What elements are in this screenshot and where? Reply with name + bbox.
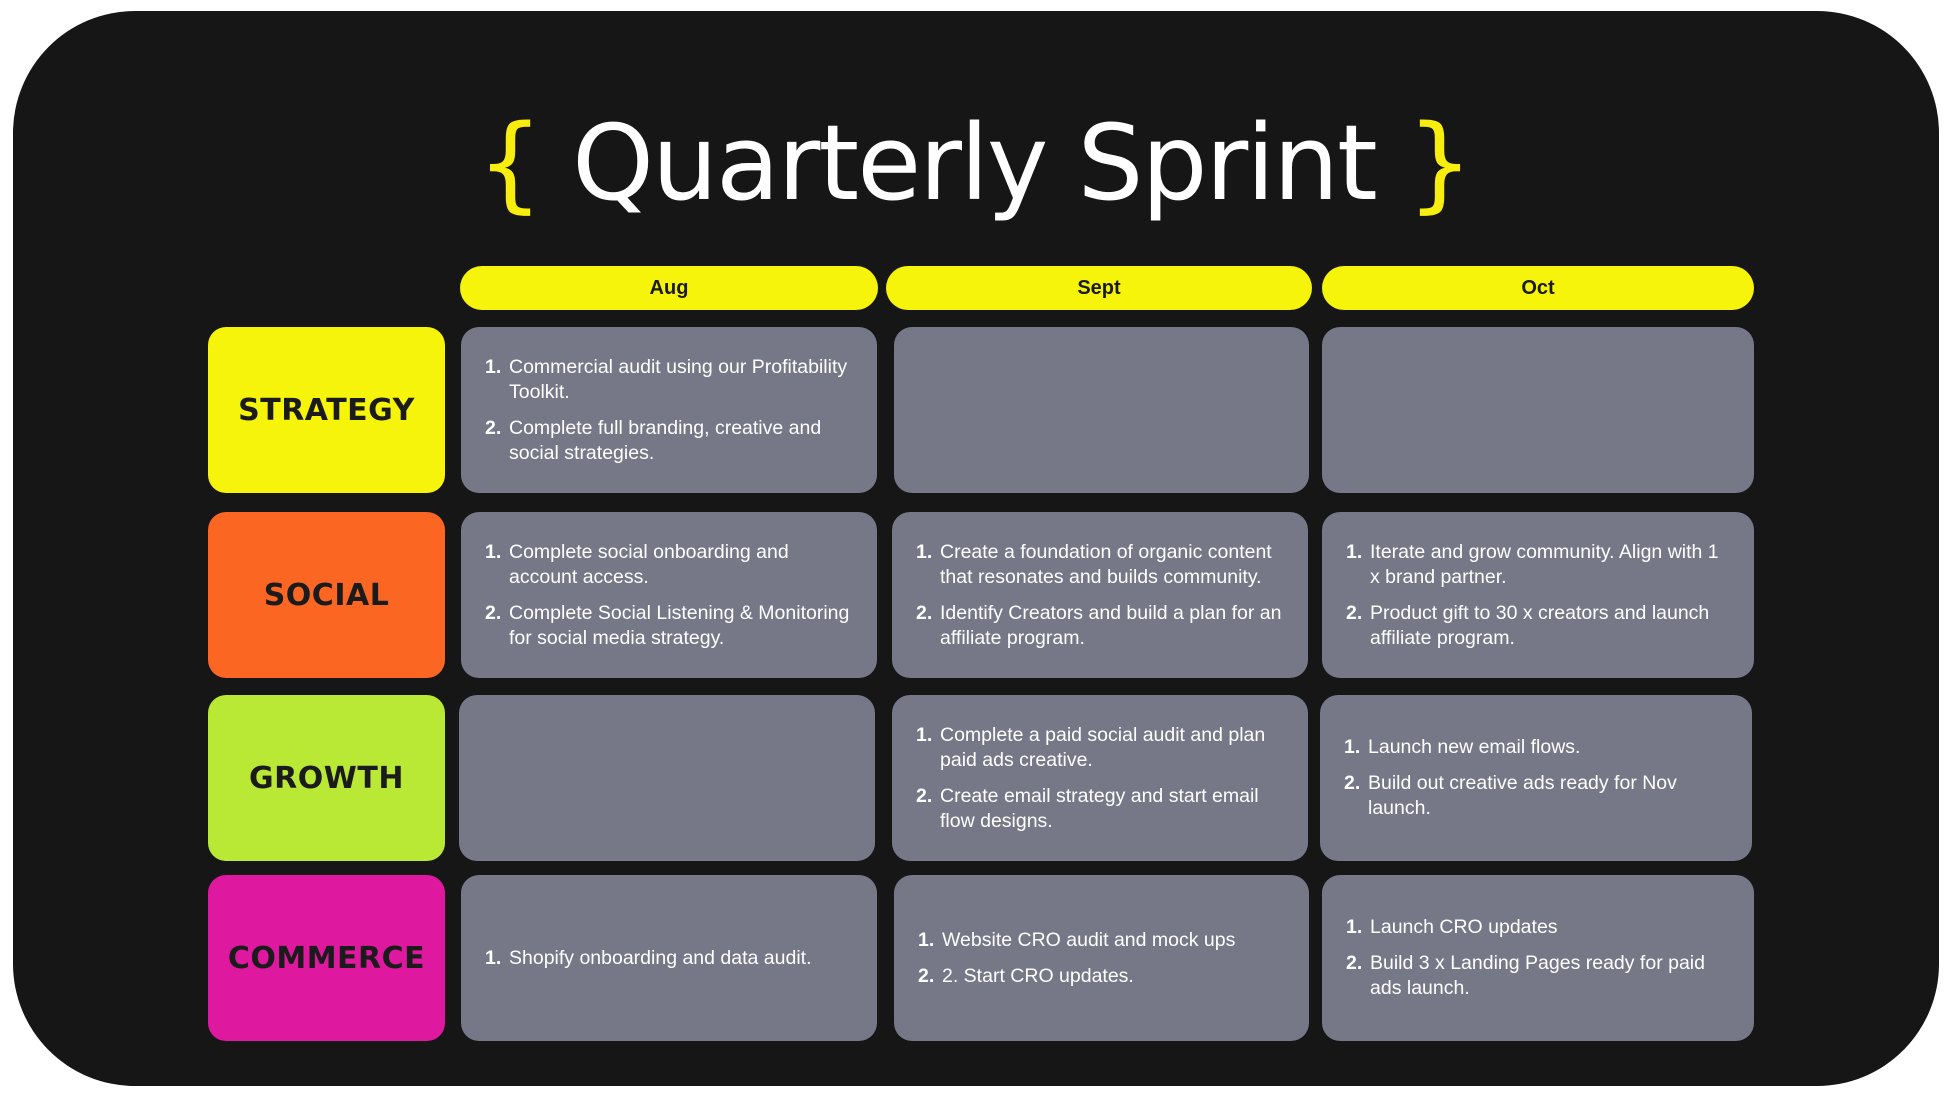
cell-social-oct: 1. Iterate and grow community. Align with… (1322, 512, 1754, 678)
cell-growth-oct: 1. Launch new email flows. 2. Build out cr… (1320, 695, 1752, 861)
list-item: 2. Build out creative ads ready for Nov l… (1344, 771, 1730, 821)
item-text: Complete social onboarding and account a… (509, 540, 789, 588)
item-number: 1. (1346, 540, 1363, 563)
item-text: Build 3 x Landing Pages ready for paid a… (1370, 952, 1705, 999)
list-item: 2. Build 3 x Landing Pages ready for paid… (1346, 951, 1732, 1001)
list-item: 2. Create email strategy and start email … (916, 784, 1286, 834)
cell-commerce-aug: 1. Shopify onboarding and data audit. (461, 875, 877, 1041)
item-number: 1. (916, 540, 933, 563)
item-number: 1. (485, 355, 502, 378)
title-text: Quarterly Sprint (572, 102, 1378, 224)
item-number: 1. (485, 946, 502, 969)
cell-strategy-sept (894, 327, 1309, 493)
column-header-aug: Aug (460, 266, 878, 310)
cell-social-aug: 1. Complete social onboarding and account… (461, 512, 877, 678)
item-number: 1. (1344, 736, 1361, 758)
item-number: 2. (485, 601, 502, 624)
item-text: Shopify onboarding and data audit. (509, 946, 812, 969)
item-text: Build out creative ads ready for Nov lau… (1368, 772, 1677, 819)
column-header-sept: Sept (886, 266, 1312, 310)
title-open-brace: { (476, 102, 543, 224)
list-item: 2. Identify Creators and build a plan for… (916, 601, 1286, 651)
item-text: Complete full branding, creative and soc… (509, 416, 822, 464)
cell-strategy-aug: 1. Commercial audit using our Profitabili… (461, 327, 877, 493)
item-number: 2. (485, 416, 502, 439)
item-number: 1. (485, 540, 502, 563)
item-number: 1. (916, 723, 933, 746)
list-item: 1. Launch new email flows. (1344, 735, 1730, 760)
item-text: Launch CRO updates (1370, 916, 1558, 938)
item-number: 2. (916, 784, 933, 807)
cell-commerce-sept: 1. Website CRO audit and mock ups 2. 2. St… (894, 875, 1309, 1041)
row-label-commerce: COMMERCE (208, 875, 445, 1041)
list-item: 1. Complete social onboarding and account… (485, 540, 855, 590)
item-number: 2. (1346, 952, 1363, 974)
row-label-growth: GROWTH (208, 695, 445, 861)
item-text: Commercial audit using our Profitability… (509, 355, 848, 403)
item-number: 1. (918, 928, 935, 951)
page-title: { Quarterly Sprint } (0, 103, 1948, 223)
item-text: 2. Start CRO updates. (942, 964, 1134, 987)
list-item: 1. Complete a paid social audit and plan … (916, 723, 1286, 773)
item-text: Identify Creators and build a plan for a… (940, 601, 1282, 649)
item-number: 2. (918, 964, 935, 987)
title-close-brace: } (1406, 102, 1473, 224)
item-text: Website CRO audit and mock ups (942, 928, 1236, 951)
list-item: 1. Shopify onboarding and data audit. (485, 946, 855, 971)
column-header-oct: Oct (1322, 266, 1754, 310)
list-item: 2. Complete Social Listening & Monitoring… (485, 601, 855, 651)
item-number: 2. (1344, 772, 1361, 794)
list-item: 2. Complete full branding, creative and s… (485, 416, 855, 466)
list-item: 1. Commercial audit using our Profitabili… (485, 355, 855, 405)
row-label-social: SOCIAL (208, 512, 445, 678)
item-text: Product gift to 30 x creators and launch… (1370, 601, 1710, 649)
cell-social-sept: 1. Create a foundation of organic content… (892, 512, 1308, 678)
item-number: 2. (1346, 601, 1363, 624)
list-item: 1. Create a foundation of organic content… (916, 540, 1286, 590)
item-number: 1. (1346, 916, 1363, 938)
item-text: Create email strategy and start email fl… (940, 784, 1259, 832)
cell-growth-sept: 1. Complete a paid social audit and plan … (892, 695, 1308, 861)
list-item: 1. Iterate and grow community. Align with… (1346, 540, 1732, 590)
list-item: 1. Launch CRO updates (1346, 915, 1732, 940)
list-item: 2. 2. Start CRO updates. (918, 964, 1287, 989)
cell-strategy-oct (1322, 327, 1754, 493)
item-number: 2. (916, 601, 933, 624)
list-item: 1. Website CRO audit and mock ups (918, 928, 1287, 953)
item-text: Complete Social Listening & Monitoring f… (509, 601, 850, 649)
list-item: 2. Product gift to 30 x creators and laun… (1346, 601, 1732, 651)
item-text: Create a foundation of organic content t… (940, 540, 1272, 588)
cell-commerce-oct: 1. Launch CRO updates 2. Build 3 x Landing… (1322, 875, 1754, 1041)
item-text: Launch new email flows. (1368, 736, 1581, 758)
item-text: Iterate and grow community. Align with 1… (1370, 540, 1719, 588)
row-label-strategy: STRATEGY (208, 327, 445, 493)
item-text: Complete a paid social audit and plan pa… (940, 723, 1266, 771)
cell-growth-aug (459, 695, 875, 861)
